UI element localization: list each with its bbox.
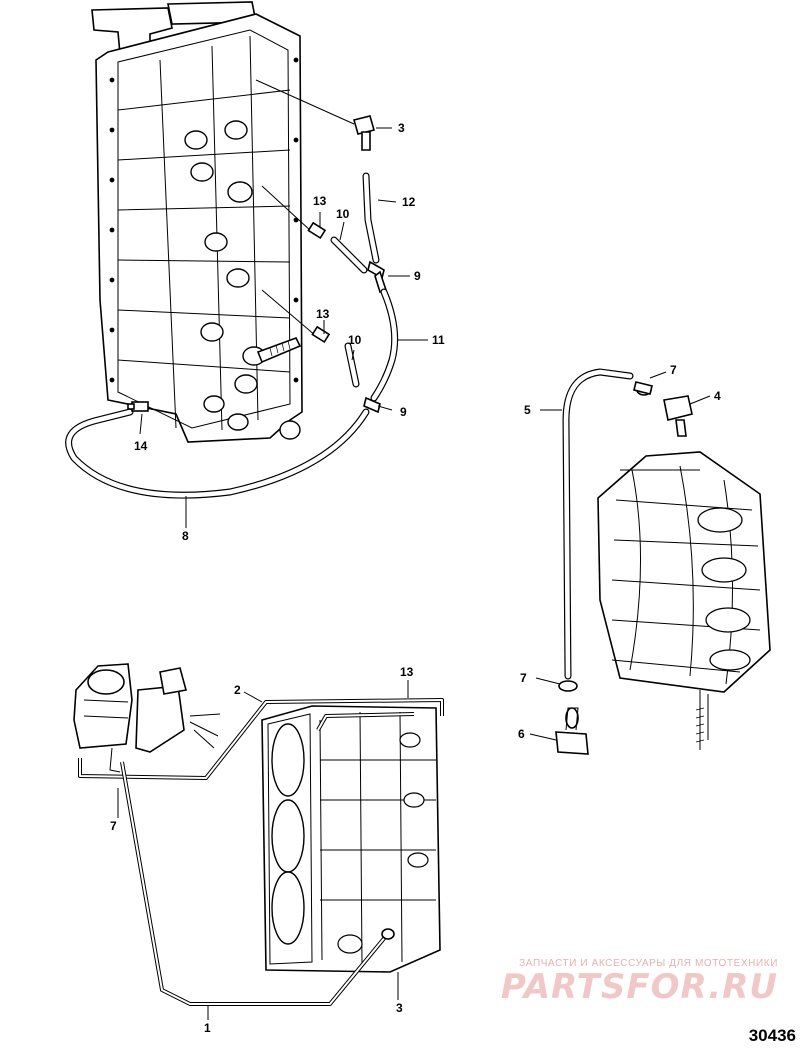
- fitting-14: [127, 401, 149, 412]
- callout-14: 14: [134, 439, 148, 453]
- callout-11: 11: [432, 333, 445, 347]
- diagram-reference-number: 30436: [748, 1026, 796, 1045]
- callout-labels: 3 12 13 10 9 11 13 10 9 14 8 5 7 4 7 6 2…: [110, 121, 721, 1035]
- lower-fitting-set: [261, 289, 381, 414]
- clamp-7-lower: [558, 680, 578, 692]
- watermark: ЗАПЧАСТИ И АКСЕССУАРЫ ДЛЯ МОТОТЕХНИКИ PA…: [501, 958, 778, 1005]
- tube-1: [120, 761, 388, 1006]
- callout-6: 6: [518, 727, 525, 741]
- watermark-logo: PARTSFOR.RU: [500, 967, 778, 1007]
- callout-3-bottom: 3: [396, 1001, 403, 1015]
- callout-leaders: [117, 127, 711, 1020]
- cylinder-head-block: [261, 705, 441, 973]
- hose-11: [370, 288, 399, 402]
- fitting-6: [555, 707, 589, 755]
- tube-2: [78, 698, 444, 780]
- callout-9-lower: 9: [400, 405, 407, 419]
- fuel-pump-assembly: [73, 663, 221, 773]
- fitting-3-bottom: [381, 928, 395, 940]
- elbow-fitting-4: [663, 395, 693, 437]
- callout-4: 4: [714, 389, 721, 403]
- hose-12: [362, 172, 380, 264]
- callout-8: 8: [182, 529, 189, 543]
- callout-1: 1: [204, 1021, 211, 1035]
- tube-13-block: [316, 712, 415, 731]
- callout-9-upper: 9: [414, 269, 421, 283]
- upper-fitting-set: [261, 185, 388, 294]
- callout-10-lower: 10: [348, 333, 362, 347]
- cylinder-block-side-view: [597, 451, 771, 750]
- callout-7-upper: 7: [670, 363, 677, 377]
- callout-3-top: 3: [398, 121, 405, 135]
- clamp-7-upper: [633, 381, 653, 396]
- callout-7-middle: 7: [110, 819, 117, 833]
- callout-13-upper: 13: [313, 194, 327, 208]
- callout-10-upper: 10: [336, 207, 350, 221]
- callout-13-bottom: 13: [400, 665, 414, 679]
- hose-5: [562, 368, 634, 680]
- callout-12: 12: [402, 195, 416, 209]
- elbow-fitting-upper: [255, 79, 375, 151]
- callout-13-lower: 13: [316, 307, 330, 321]
- watermark-caption: ЗАПЧАСТИ И АКСЕССУАРЫ ДЛЯ МОТОТЕХНИКИ: [519, 958, 778, 969]
- crankcase-cover-assembly: [91, 1, 303, 443]
- callout-5: 5: [524, 403, 531, 417]
- callout-2: 2: [234, 683, 241, 697]
- hose-8: [65, 408, 370, 499]
- callout-7-lower: 7: [520, 671, 527, 685]
